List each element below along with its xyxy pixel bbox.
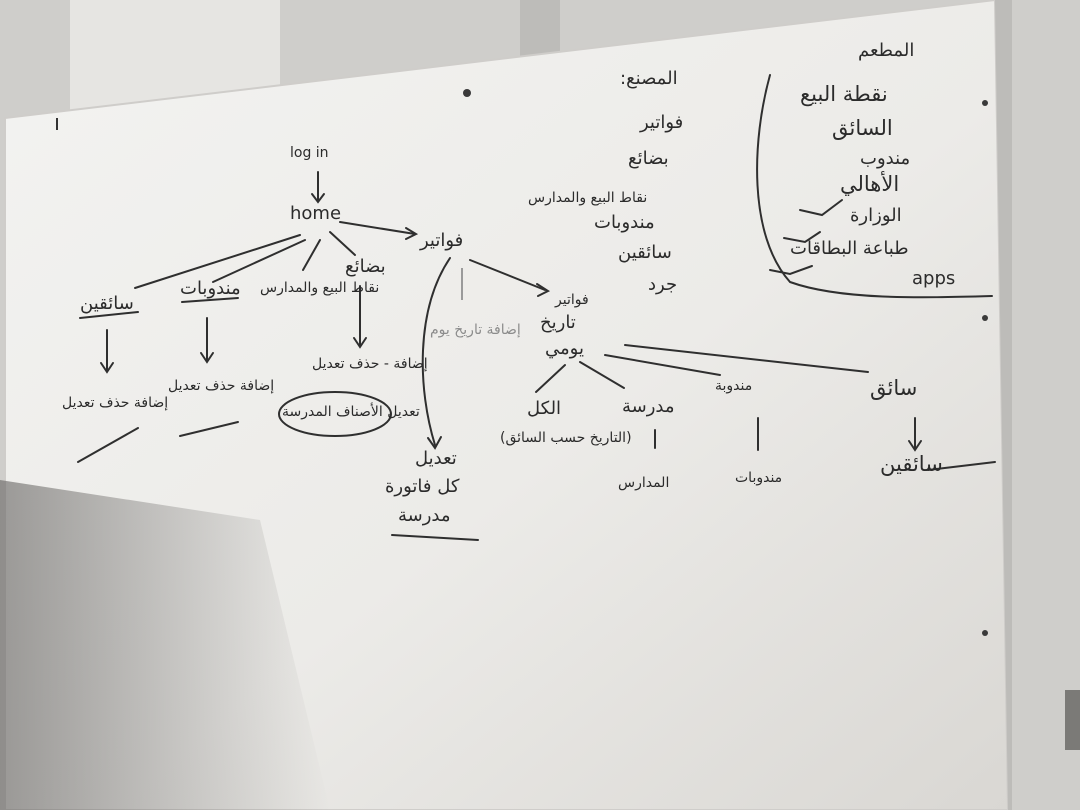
- branch-reps: مندوبات: [180, 278, 241, 299]
- drivers-actions: إضافة حذف تعديل: [62, 395, 169, 411]
- restaurant-item: نقطة البيع: [800, 82, 888, 106]
- invoices-faint-note: إضافة تاريخ يوم: [430, 322, 521, 338]
- factory-item: جرد: [648, 274, 678, 295]
- restaurant-item: مندوب: [860, 148, 911, 169]
- date-node-3: يومي: [545, 338, 584, 359]
- factory-item: سائقين: [618, 242, 672, 263]
- factory-item: نقاط البيع والمدارس: [528, 190, 648, 206]
- branch-drivers: سائقين: [80, 293, 134, 314]
- date-driver: سائق: [870, 376, 918, 400]
- factory-list-title: المصنع:: [620, 68, 678, 89]
- invoice-edit-1: تعديل: [415, 448, 457, 469]
- screw: [463, 89, 471, 97]
- factory-item: فواتير: [640, 112, 684, 133]
- goods-actions: إضافة - حذف تعديل: [312, 356, 428, 372]
- date-all: الكل: [527, 398, 562, 419]
- reps-actions: إضافة حذف تعديل: [168, 378, 275, 394]
- login-label: log in: [290, 145, 329, 161]
- date-all-note: (التاريخ حسب السائق): [500, 430, 632, 446]
- date-node-2: تاريخ: [540, 312, 576, 333]
- date-node-1: فواتير: [555, 292, 589, 308]
- invoice-edit-3: مدرسة: [398, 505, 451, 526]
- restaurant-item: الوزارة: [850, 205, 902, 226]
- date-school-child: المدارس: [618, 475, 670, 491]
- circled-note: تعديل الأصناف المدرسة: [282, 404, 420, 420]
- invoice-edit-2: كل فاتورة: [385, 476, 460, 497]
- home-label: home: [290, 203, 342, 224]
- factory-item: مندوبات: [594, 212, 655, 233]
- restaurant-item: apps: [912, 268, 956, 289]
- branch-goods: بضائع: [345, 256, 386, 277]
- factory-item: بضائع: [628, 148, 669, 169]
- date-driver-child: سائقين: [880, 452, 943, 476]
- restaurant-item: السائق: [832, 116, 893, 140]
- restaurant-list-title: المطعم: [858, 40, 915, 61]
- date-rep-child: مندوبات: [735, 470, 783, 486]
- restaurant-item: طباعة البطاقات: [790, 238, 909, 259]
- branch-invoices: فواتير: [420, 230, 464, 251]
- date-school: مدرسة: [622, 396, 675, 417]
- branch-points: نقاط البيع والمدارس: [260, 280, 380, 296]
- date-rep: مندوبة: [715, 378, 753, 394]
- restaurant-item: الأهالي: [840, 172, 900, 196]
